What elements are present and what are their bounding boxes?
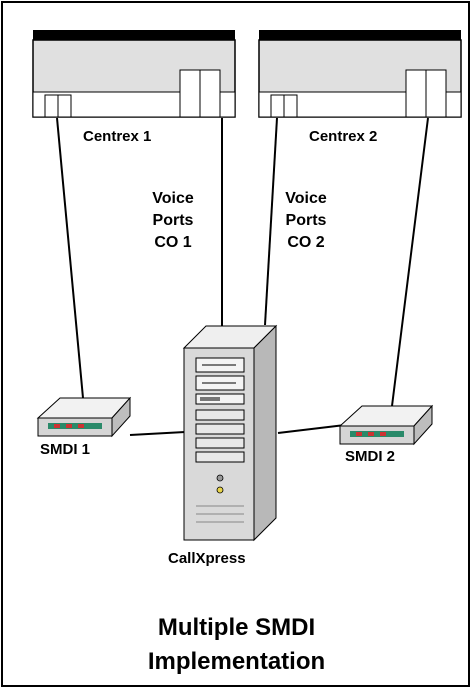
voice-ports-co1: Voice Ports CO 1 <box>138 188 208 254</box>
connection-lines <box>56 117 429 436</box>
line-centrex1-smdi1 <box>56 117 84 399</box>
server-label: CallXpress <box>168 550 246 567</box>
smdi-1-label: SMDI 1 <box>40 441 91 458</box>
smdi-2-label: SMDI 2 <box>345 448 396 465</box>
line-server-smdi2 <box>277 424 346 434</box>
diagram-title-line2: Implementation <box>147 648 326 675</box>
centrex-1-switch <box>32 30 236 118</box>
server-tower <box>182 324 278 542</box>
voice-ports-co1-line3: CO 1 <box>154 234 192 251</box>
voice-ports-co1-line2: Ports <box>152 212 194 229</box>
line-smdi1-server <box>129 431 186 436</box>
diagram-title-line1: Multiple SMDI <box>157 614 316 641</box>
smdi-1-modem <box>36 396 132 438</box>
voice-ports-co2: Voice Ports CO 2 <box>271 188 341 254</box>
voice-ports-co2-line2: Ports <box>285 212 327 229</box>
centrex-2-label: Centrex 2 <box>309 128 378 145</box>
voice-ports-co1-line1: Voice <box>152 190 194 207</box>
line-centrex2-smdi2 <box>391 117 429 407</box>
voice-ports-co2-line3: CO 2 <box>287 234 325 251</box>
voice-ports-co2-line1: Voice <box>285 190 327 207</box>
smdi-2-modem <box>338 404 434 446</box>
diagram-title: Multiple SMDI Implementation <box>0 611 473 679</box>
centrex-2-switch <box>258 30 462 118</box>
line-centrex2-server <box>264 117 278 326</box>
centrex-1-label: Centrex 1 <box>83 128 152 145</box>
